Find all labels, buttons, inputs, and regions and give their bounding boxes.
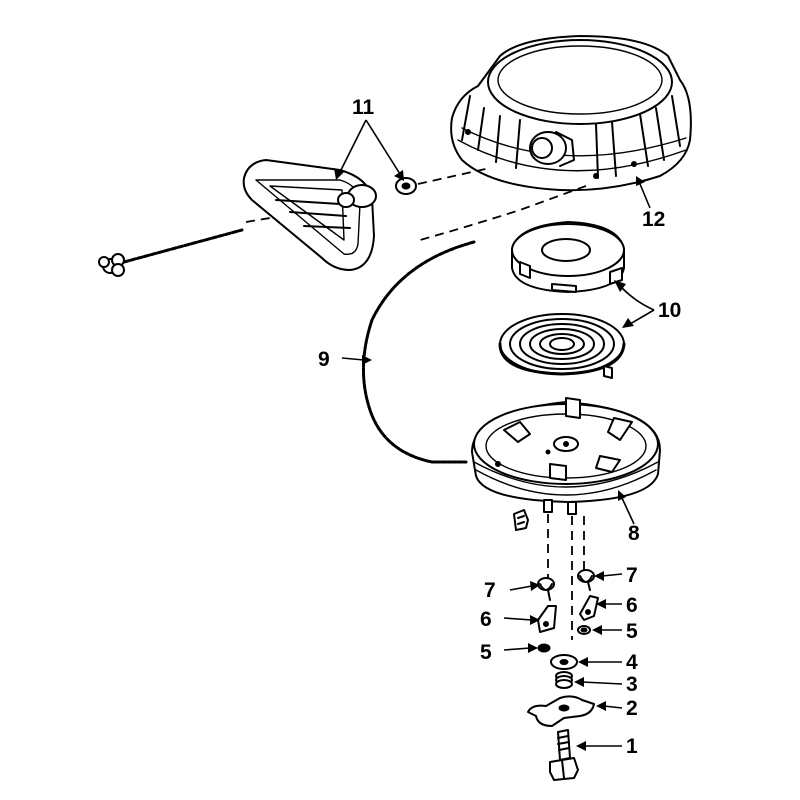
pawl-plate bbox=[527, 695, 595, 727]
pulley bbox=[471, 397, 661, 515]
callout-1: 1 bbox=[626, 735, 638, 758]
starter-rope-end bbox=[98, 228, 244, 277]
compression-spring bbox=[555, 671, 573, 689]
retainer-washer-right bbox=[577, 625, 591, 635]
callout-11: 11 bbox=[352, 96, 375, 119]
callout-7-left: 7 bbox=[484, 579, 496, 602]
pawl-spring-left bbox=[537, 577, 555, 601]
starter-handle bbox=[242, 159, 377, 271]
pawl-spring-right bbox=[577, 569, 595, 591]
callout-4: 4 bbox=[626, 651, 638, 674]
starter-housing bbox=[450, 35, 692, 192]
callout-5-right: 5 bbox=[626, 620, 638, 643]
callout-6-right: 6 bbox=[626, 594, 638, 617]
pawl-right bbox=[579, 595, 599, 621]
callout-7-right: 7 bbox=[626, 564, 638, 587]
retainer-washer-left bbox=[537, 643, 551, 653]
callout-6-left: 6 bbox=[480, 608, 492, 631]
pawl-left bbox=[537, 605, 557, 633]
handle-washer bbox=[395, 177, 417, 195]
callout-8: 8 bbox=[628, 522, 640, 545]
small-screw bbox=[513, 509, 529, 531]
callout-2: 2 bbox=[626, 697, 638, 720]
washer bbox=[550, 654, 578, 670]
callout-12: 12 bbox=[642, 208, 665, 231]
spring-retainer bbox=[511, 221, 625, 293]
callout-9: 9 bbox=[318, 348, 330, 371]
rewind-spring bbox=[498, 313, 626, 379]
callout-10: 10 bbox=[658, 299, 681, 322]
callout-3: 3 bbox=[626, 673, 638, 696]
callout-5-left: 5 bbox=[480, 641, 492, 664]
center-screw bbox=[549, 729, 579, 781]
starter-rope bbox=[362, 240, 476, 464]
